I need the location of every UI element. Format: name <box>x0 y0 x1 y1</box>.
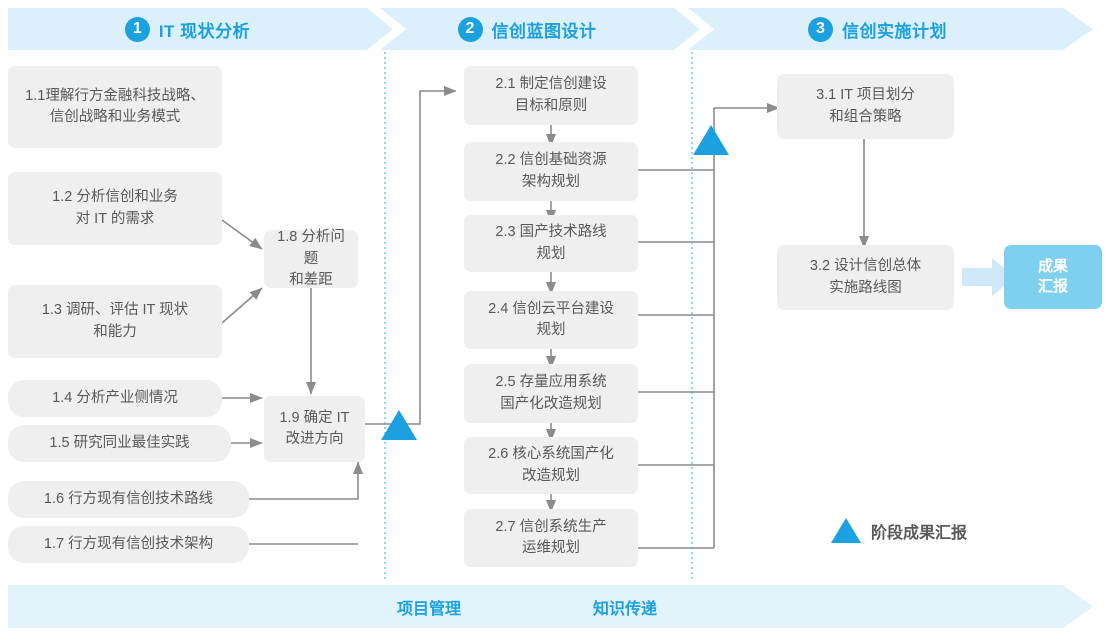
node-2-2[interactable]: 2.2 信创基础资源架构规划 <box>464 142 638 201</box>
node-2-1-label: 2.1 制定信创建设目标和原则 <box>495 76 607 114</box>
node-2-7[interactable]: 2.7 信创系统生产运维规划 <box>464 509 638 567</box>
result-report-label: 成果汇报 <box>1037 257 1068 295</box>
node-1-7-label: 1.7 行方现有信创技术架构 <box>43 535 214 552</box>
phase-title-3: 信创实施计划 <box>842 21 947 41</box>
node-3-1[interactable]: 3.1 IT 项目划分和组合策略 <box>777 74 954 139</box>
result-report-badge[interactable]: 成果汇报 <box>1004 245 1102 309</box>
node-2-7-label: 2.7 信创系统生产运维规划 <box>495 518 607 556</box>
node-2-1[interactable]: 2.1 制定信创建设目标和原则 <box>464 66 638 125</box>
node-2-4-label: 2.4 信创云平台建设规划 <box>488 300 614 338</box>
node-1-6[interactable]: 1.6 行方现有信创技术路线 <box>8 481 249 518</box>
node-2-2-label: 2.2 信创基础资源架构规划 <box>495 152 607 190</box>
milestone-triangle-icon <box>831 518 861 543</box>
phase-title-2: 信创蓝图设计 <box>491 21 597 41</box>
node-2-3[interactable]: 2.3 国产技术路线规划 <box>464 215 638 272</box>
phase-number-badge-2: 2 <box>458 17 483 42</box>
node-3-2[interactable]: 3.2 设计信创总体实施路线图 <box>777 245 954 310</box>
milestone-triangle-phase1 <box>381 410 417 440</box>
node-3-2-label: 3.2 设计信创总体实施路线图 <box>809 258 922 296</box>
legend-label: 阶段成果汇报 <box>871 524 968 542</box>
node-1-4[interactable]: 1.4 分析产业侧情况 <box>8 380 222 417</box>
node-1-2-label: 1.2 分析信创和业务对 IT 的需求 <box>52 189 178 227</box>
node-2-6-label: 2.6 核心系统国产化改造规划 <box>488 446 614 484</box>
node-2-5-label: 2.5 存量应用系统国产化改造规划 <box>495 374 607 412</box>
node-1-4-label: 1.4 分析产业侧情况 <box>52 389 178 406</box>
node-1-3[interactable]: 1.3 调研、评估 IT 现状和能力 <box>8 285 222 358</box>
phase-number-badge-1: 1 <box>125 17 150 42</box>
node-1-1[interactable]: 1.1理解行方金融科技战略、信创战略和业务模式 <box>8 66 222 148</box>
node-1-7[interactable]: 1.7 行方现有信创技术架构 <box>8 526 249 563</box>
legend: 阶段成果汇报 <box>831 518 967 543</box>
phase-title-1: IT 现状分析 <box>158 21 251 41</box>
node-1-1-label: 1.1理解行方金融科技战略、信创战略和业务模式 <box>25 87 205 125</box>
footer-band <box>8 585 1093 628</box>
footer-label-knowledge-transfer: 知识传递 <box>593 601 658 618</box>
node-2-6[interactable]: 2.6 核心系统国产化改造规划 <box>464 437 638 494</box>
phase-header-1: 1 IT 现状分析 <box>8 8 393 50</box>
milestone-triangle-phase2 <box>693 125 729 155</box>
node-2-3-label: 2.3 国产技术路线规划 <box>495 224 607 262</box>
node-2-5[interactable]: 2.5 存量应用系统国产化改造规划 <box>464 364 638 423</box>
node-1-5-label: 1.5 研究同业最佳实践 <box>49 434 190 451</box>
footer-label-project-management: 项目管理 <box>397 601 462 618</box>
phase-header-2: 2 信创蓝图设计 <box>380 8 700 50</box>
phase-header-3: 3 信创实施计划 <box>688 8 1093 50</box>
node-1-3-label: 1.3 调研、评估 IT 现状和能力 <box>41 302 189 340</box>
node-1-2[interactable]: 1.2 分析信创和业务对 IT 的需求 <box>8 172 222 245</box>
node-1-8-label: 1.8 分析问题和差距 <box>277 229 345 288</box>
node-1-6-label: 1.6 行方现有信创技术路线 <box>43 490 214 507</box>
node-2-4[interactable]: 2.4 信创云平台建设规划 <box>464 291 638 349</box>
node-1-5[interactable]: 1.5 研究同业最佳实践 <box>8 425 231 462</box>
node-3-1-label: 3.1 IT 项目划分和组合策略 <box>816 87 915 125</box>
phase-number-badge-3: 3 <box>808 17 833 42</box>
node-1-8[interactable]: 1.8 分析问题和差距 <box>264 229 358 288</box>
